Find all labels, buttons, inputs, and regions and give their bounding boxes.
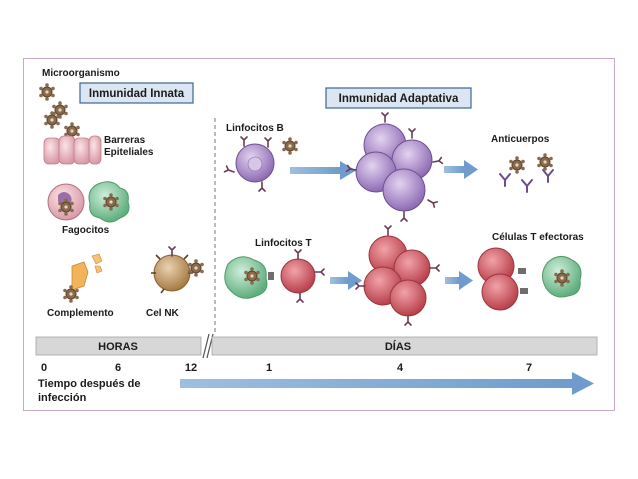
epithelial-cells-icon — [43, 135, 102, 165]
arrow-b-to-plasma — [290, 161, 356, 180]
axis-label-line2: infección — [38, 392, 87, 404]
effector-t-cluster-icon — [477, 247, 582, 311]
t-cell-clone-cluster-icon — [355, 225, 440, 326]
hours-bar: HORAS — [35, 336, 202, 356]
axis-label-line1: Tiempo después de — [38, 378, 141, 390]
microbe-icon — [38, 82, 81, 141]
plasma-cell-cluster-icon — [345, 112, 444, 222]
arrow-clones-to-effector — [445, 271, 473, 290]
arrow-t-to-clones — [330, 271, 362, 290]
nk-cell-icon — [151, 246, 205, 294]
antibodies-label: Anticuerpos — [491, 134, 550, 145]
hours-label: HORAS — [98, 341, 138, 353]
tick-6: 6 — [115, 362, 121, 374]
t-cells-label: Linfocitos T — [255, 238, 312, 249]
tick-0: 0 — [41, 362, 47, 374]
effector-t-label: Células T efectoras — [492, 232, 584, 243]
adaptive-immunity-title: Inmunidad Adaptativa — [339, 93, 459, 105]
barriers-label-line1: Barreras — [104, 135, 146, 146]
tick-12: 12 — [185, 362, 197, 374]
tick-1: 1 — [266, 362, 272, 374]
innate-immunity-title: Inmunidad Innata — [89, 88, 185, 100]
antibody-icon — [499, 152, 554, 193]
t-lymphocyte-icon — [224, 249, 325, 303]
axis-break — [202, 333, 214, 359]
days-bar: DÍAS — [211, 336, 598, 356]
arrow-plasma-to-antibodies — [444, 160, 478, 179]
phagocyte-icon — [47, 181, 130, 223]
b-cells-label: Linfocitos B — [226, 123, 284, 134]
days-label: DÍAS — [385, 340, 411, 353]
tick-7: 7 — [526, 362, 532, 374]
b-lymphocyte-icon — [223, 136, 299, 192]
barriers-label-line2: Epiteliales — [104, 147, 154, 158]
adaptive-immunity-header: Inmunidad Adaptativa — [325, 87, 472, 109]
microorganism-label: Microorganismo — [42, 68, 120, 79]
phagocytes-label: Fagocitos — [62, 225, 110, 236]
complement-label: Complemento — [47, 308, 114, 319]
nk-label: Cel NK — [146, 308, 180, 319]
time-arrow-icon — [180, 372, 594, 395]
complement-icon — [62, 253, 103, 304]
time-ticks: 0 6 12 1 4 7 — [41, 362, 532, 374]
tick-4: 4 — [397, 362, 404, 374]
innate-immunity-header: Inmunidad Innata — [79, 82, 194, 104]
